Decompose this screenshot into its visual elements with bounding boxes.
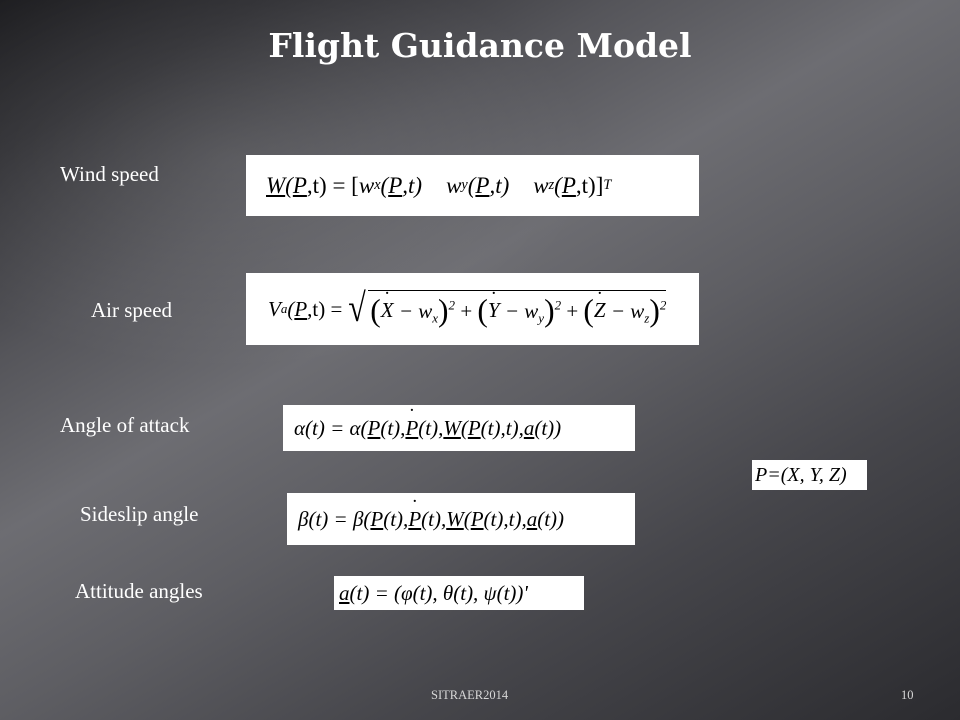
page-number: 10 [901, 688, 914, 702]
transpose-superscript: T [603, 177, 612, 193]
eq-text: ( [467, 172, 476, 198]
square-exponent: 2 [659, 296, 667, 312]
eq-text: ( [583, 292, 594, 328]
eq-text: − w [393, 298, 433, 323]
wind-vector-symbol: W [266, 172, 286, 198]
eq-text: − w [605, 298, 645, 323]
wind-vector-symbol: W [446, 506, 464, 531]
sideslip-angle-label: Sideslip angle [80, 502, 199, 526]
subscript: x [432, 309, 439, 325]
slide-title: Flight Guidance Model [268, 26, 692, 65]
eq-text: (t) = (φ(t), θ(t), ψ(t))' [349, 580, 528, 605]
position-definition: P=(X, Y, Z) [752, 460, 867, 490]
subscript: x [374, 177, 381, 193]
attitude-symbol: a [523, 415, 535, 440]
subscript: z [644, 309, 650, 325]
wind-x-component: w [358, 172, 375, 198]
eq-text: ( [287, 296, 295, 321]
subscript: z [548, 177, 555, 193]
eq-text: (t), [418, 415, 444, 440]
wind-speed-label: Wind speed [60, 162, 159, 186]
attitude-angles-label: Attitude angles [75, 579, 203, 603]
position-symbol: P [388, 172, 403, 198]
eq-text: ( [285, 172, 293, 198]
eq-text: ( [380, 172, 389, 198]
eq-text: ( [554, 172, 562, 198]
position-symbol: P [294, 296, 308, 321]
position-symbol: P [370, 506, 384, 531]
x-dot-symbol: X [381, 287, 394, 323]
air-speed-label: Air speed [91, 298, 173, 322]
eq-text: ( [463, 506, 471, 531]
eq-text: (t), [383, 506, 409, 531]
position-symbol: P [561, 172, 576, 198]
eq-text: ,t) = [ [306, 172, 359, 198]
position-symbol: P [292, 172, 307, 198]
eq-text: ( [477, 292, 488, 328]
position-symbol: P [467, 415, 481, 440]
eq-text: (t),t), [480, 415, 524, 440]
subscript: y [461, 177, 468, 193]
radical-sign: √ [348, 284, 367, 330]
angle-of-attack-equation: α(t) = α(P(t),P(t),W(P(t),t),a(t)) [283, 405, 635, 451]
beta-symbol: β(t) = β( [298, 506, 371, 531]
attitude-angles-equation: a(t) = (φ(t), θ(t), ψ(t))' [334, 576, 584, 610]
eq-text: ,t)] [575, 172, 604, 198]
eq-text: + [561, 298, 584, 323]
alpha-symbol: α(t) = α( [294, 415, 368, 440]
eq-text: (t)) [537, 506, 565, 531]
eq-text: ( [370, 292, 381, 328]
attitude-symbol: a [526, 506, 538, 531]
eq-text: (t), [421, 506, 447, 531]
eq-text: ( [460, 415, 468, 440]
subscript: a [280, 301, 288, 316]
eq-text: (t),t), [483, 506, 527, 531]
eq-text: ) [544, 292, 555, 328]
air-speed-equation: Va(P,t) = √ (X − wx)2 + (Y − wy)2 + (Z −… [246, 273, 699, 345]
position-symbol: P [475, 172, 490, 198]
attitude-symbol: a [339, 580, 350, 605]
airspeed-symbol: V [268, 296, 281, 321]
eq-text: + [455, 298, 478, 323]
eq-text: (t)) [534, 415, 562, 440]
position-symbol: P [367, 415, 381, 440]
wind-z-component: w [533, 172, 549, 198]
eq-text: − w [499, 298, 539, 323]
footer-text: SITRAER2014 [431, 688, 509, 702]
position-symbol: P [470, 506, 484, 531]
square-exponent: 2 [554, 296, 562, 312]
square-exponent: 2 [448, 296, 456, 312]
angle-of-attack-label: Angle of attack [60, 413, 190, 437]
eq-text: ,t) [402, 172, 423, 198]
eq-text: (t), [380, 415, 406, 440]
eq-text: ) [438, 292, 449, 328]
position-definition-text: P=(X, Y, Z) [755, 463, 847, 486]
velocity-symbol: P [408, 495, 421, 532]
eq-text: ,t) [489, 172, 510, 198]
eq-text: ,t) = [307, 296, 343, 321]
eq-text: ) [649, 292, 660, 328]
velocity-symbol: P [405, 405, 418, 441]
wind-vector-symbol: W [443, 415, 461, 440]
radicand: (X − wx)2 + (Y − wy)2 + (Z − wz)2 [368, 287, 667, 329]
subscript: y [538, 309, 545, 325]
square-root: √ (X − wx)2 + (Y − wy)2 + (Z − wz)2 [346, 284, 667, 330]
sideslip-angle-equation: β(t) = β(P(t),P(t),W(P(t),t),a(t)) [287, 493, 635, 545]
z-dot-symbol: Z [594, 287, 606, 323]
wind-y-component: w [446, 172, 462, 198]
y-dot-symbol: Y [488, 287, 500, 323]
